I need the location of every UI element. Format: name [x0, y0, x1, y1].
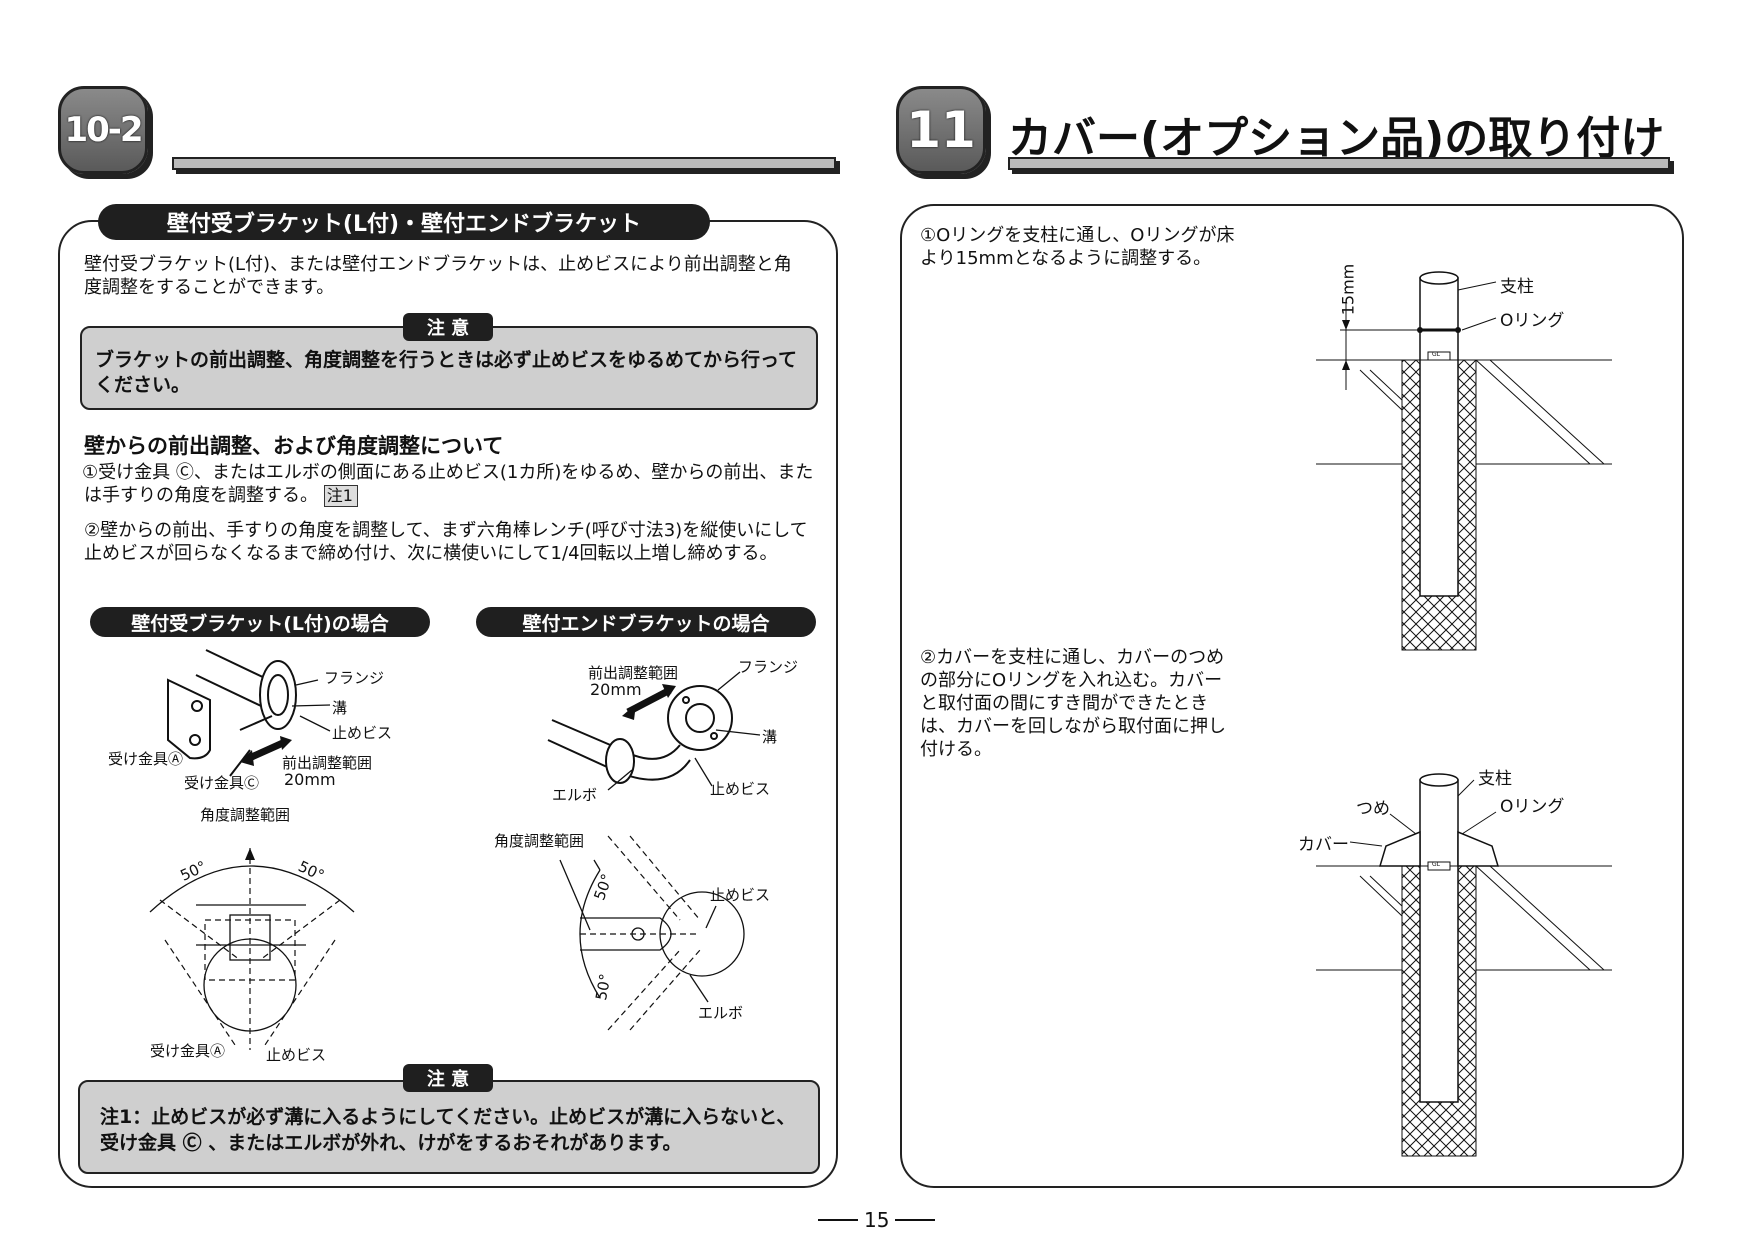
page-title: カバー(オプション品)の取り付け	[1008, 113, 1665, 164]
fig2-gl: GL	[1432, 861, 1440, 868]
step2-text: ②壁からの前出、手すりの角度を調整して、まず六角棒レンチ(呼び寸法3)を縦使いに…	[84, 520, 808, 564]
b-range-value: 20mm	[590, 680, 642, 699]
b-angle-range-label: 角度調整範囲	[494, 832, 585, 850]
fig2-post: 支柱	[1478, 769, 1512, 789]
note1-tag: 注1	[323, 485, 358, 507]
a-bracket-a-label: 受け金具Ⓐ	[108, 750, 184, 768]
caution2-label: 注 意	[403, 1064, 493, 1092]
caution-label: 注 意	[403, 313, 493, 341]
fig1-oring: Oリング	[1500, 311, 1565, 331]
fig2-oring: Oリング	[1500, 797, 1565, 817]
case-a-title: 壁付受ブラケット(L付)の場合	[90, 607, 430, 637]
b-range-label: 前出調整範囲	[588, 664, 679, 682]
caution2-text: 注1：止めビスが必ず溝に入るようにしてください。止めビスが溝に入らないと、受け金…	[100, 1106, 796, 1154]
a-bottom-bracket-label: 受け金具Ⓐ	[150, 1042, 226, 1060]
b-set-screw-label: 止めビス	[710, 780, 771, 798]
step1-text: ①受け金具 Ⓒ、またはエルボの側面にある止めビス(1カ所)をゆるめ、壁からの前出…	[82, 461, 814, 507]
subheading: 壁からの前出調整、および角度調整について	[84, 434, 504, 458]
a-set-screw-label: 止めビス	[332, 724, 393, 742]
a-groove-label: 溝	[332, 699, 348, 717]
section-badge-11: 11	[896, 86, 986, 174]
caution-box	[80, 326, 818, 410]
right-step2: ②カバーを支柱に通し、カバーのつめの部分にOリングを入れ込む。カバーと取付面の間…	[920, 647, 1226, 760]
b-set-screw2-label: 止めビス	[710, 886, 771, 904]
a-flange-label: フランジ	[324, 669, 385, 687]
b-flange-label: フランジ	[738, 658, 799, 676]
a-angle-range-label: 角度調整範囲	[200, 806, 291, 824]
b-groove-label: 溝	[762, 728, 778, 746]
panel-title: 壁付受ブラケット(L付)・壁付エンドブラケット	[98, 204, 710, 240]
section-badge-10-2: 10-2	[58, 86, 148, 174]
page-number: 15	[818, 1208, 936, 1232]
header-rule-right	[1008, 157, 1670, 170]
right-step1: ①Oリングを支柱に通し、Oリングが床より15mmとなるように調整する。	[920, 225, 1235, 269]
fig1-post: 支柱	[1500, 277, 1534, 297]
a-range-label: 前出調整範囲	[282, 754, 373, 772]
a-bottom-screw-label: 止めビス	[266, 1046, 327, 1064]
caution2-box	[78, 1080, 820, 1174]
right-panel	[900, 204, 1684, 1188]
header-rule-left	[172, 157, 836, 170]
fig1-gl: GL	[1432, 351, 1440, 358]
a-bracket-c-label: 受け金具Ⓒ	[184, 774, 260, 792]
fig2-cover: カバー	[1298, 835, 1349, 855]
b-elbow2-label: エルボ	[698, 1004, 744, 1022]
fig2-claw: つめ	[1356, 799, 1390, 819]
caution-text: ブラケットの前出調整、角度調整を行うときは必ず止めビスをゆるめてから行ってくださ…	[95, 349, 798, 396]
b-elbow-label: エルボ	[552, 786, 598, 804]
a-range-value: 20mm	[284, 770, 336, 789]
intro-text: 壁付受ブラケット(L付)、または壁付エンドブラケットは、止めビスにより前出調整と…	[84, 254, 792, 298]
case-b-title: 壁付エンドブラケットの場合	[476, 607, 816, 637]
step1-body: ①受け金具 Ⓒ、またはエルボの側面にある止めビス(1カ所)をゆるめ、壁からの前出…	[82, 462, 814, 506]
